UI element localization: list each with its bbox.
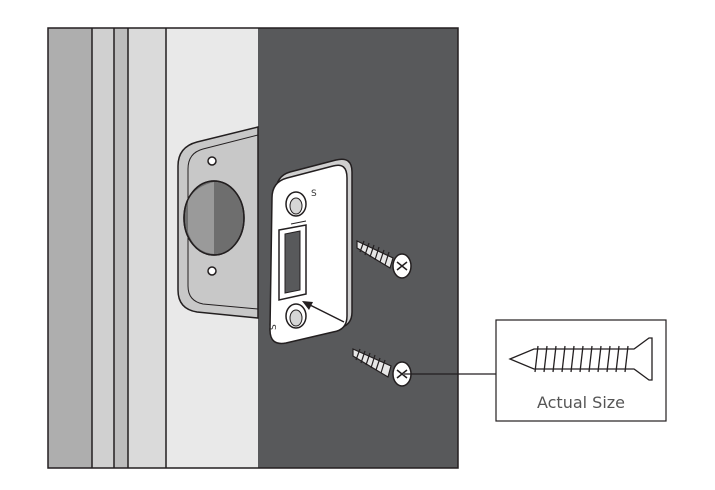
- strike-mark-bottom: S: [269, 324, 279, 330]
- jamb-mortise: [177, 126, 259, 319]
- mortise-hole-bottom-icon: [207, 266, 217, 276]
- actual-size-callout: Actual Size: [495, 319, 667, 422]
- strike-mark-top: S: [311, 189, 317, 199]
- mortise-hole-top-icon: [207, 156, 217, 166]
- strike-plate-icon: S S: [269, 158, 353, 345]
- actual-size-label: Actual Size: [537, 393, 625, 412]
- screw-upper-icon: [356, 240, 412, 279]
- actual-size-screw-icon: [508, 337, 653, 381]
- install-arrow-icon: [302, 301, 345, 323]
- figure-border: [47, 27, 459, 469]
